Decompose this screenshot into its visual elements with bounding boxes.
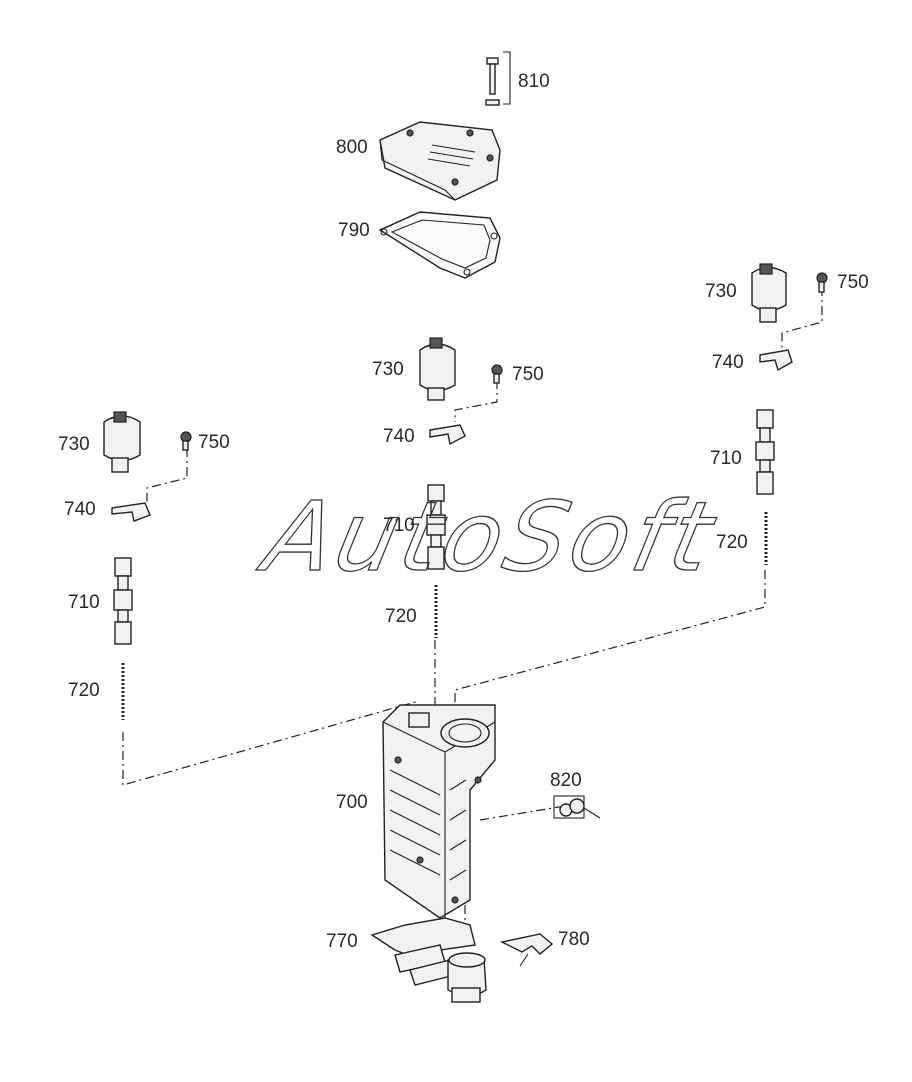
part-740-clip-right [759,349,793,372]
label-770: 770 [326,931,358,952]
label-740-center: 740 [383,426,415,447]
part-800-cover [379,121,501,201]
part-710-valve-left [113,557,133,645]
part-750-screw-left [180,431,192,451]
watermark-text: AutoSoft [250,481,726,593]
part-710-valve-right [755,409,775,495]
part-730-solenoid-right [751,263,787,323]
label-740-right: 740 [712,352,744,373]
label-800: 800 [336,137,368,158]
part-770-wiring-harness [370,917,487,1003]
part-740-clip-center [429,424,466,446]
label-750-right: 750 [837,272,869,293]
label-720-right: 720 [716,532,748,553]
part-710-valve-center [426,484,446,570]
label-790: 790 [338,220,370,241]
label-810: 810 [518,71,550,92]
label-750-left: 750 [198,432,230,453]
part-750-screw-right [816,272,828,293]
part-790-gasket [378,211,501,279]
label-780: 780 [558,929,590,950]
label-820: 820 [550,770,582,791]
label-710-left: 710 [68,592,100,613]
label-700: 700 [336,792,368,813]
label-730-center: 730 [372,359,404,380]
label-720-left: 720 [68,680,100,701]
part-780-retaining-clip [499,933,554,967]
label-710-right: 710 [710,448,742,469]
part-700-valve-body [382,704,496,919]
part-750-screw-center [491,364,503,384]
part-820-plug [553,795,601,819]
part-810-bolt [485,51,511,106]
assembly-leader-lines [122,287,823,935]
part-740-clip-left [111,502,151,522]
label-730-left: 730 [58,434,90,455]
label-740-left: 740 [64,499,96,520]
label-720-center: 720 [385,606,417,627]
label-750-center: 750 [512,364,544,385]
part-730-solenoid-left [103,411,141,473]
label-710-center: 710 [383,515,415,536]
part-730-solenoid-center [419,337,456,401]
label-730-right: 730 [705,281,737,302]
